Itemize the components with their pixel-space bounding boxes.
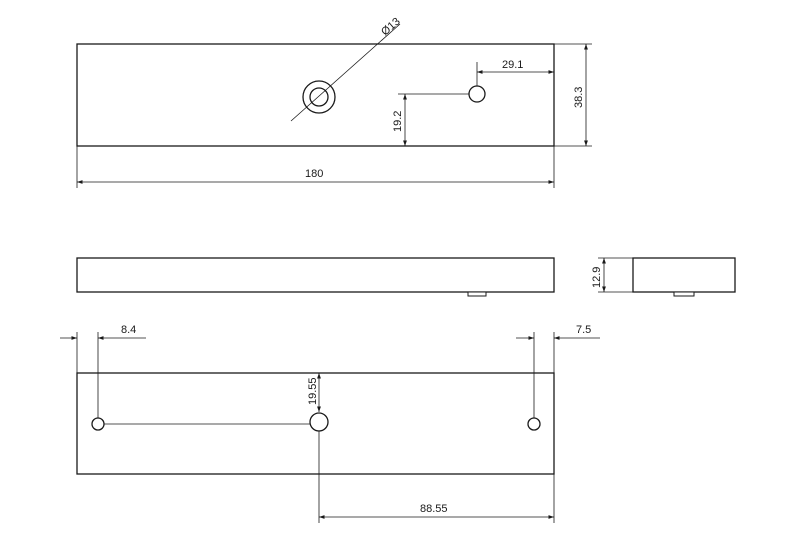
small-hole-top	[468, 85, 486, 103]
side-view-outline	[632, 257, 736, 293]
dim-center-hole-offset-y: 19.55	[307, 377, 319, 405]
front-view-foot	[467, 291, 487, 297]
dim-hole-diameter: Ø13	[379, 16, 403, 39]
front-view	[76, 257, 555, 297]
center-hole	[309, 412, 329, 432]
side-view-foot	[673, 291, 695, 297]
top-view: Ø13 29.1 19.2 38.3 180	[76, 16, 592, 188]
dim-left-hole-offset: 8.4	[121, 324, 136, 336]
front-view-outline	[76, 257, 555, 293]
dim-right-hole-offset: 7.5	[576, 324, 591, 336]
side-view: 12.9	[591, 257, 736, 297]
dim-overall-width: 38.3	[573, 87, 585, 108]
dim-hole-offset-y: 19.2	[392, 111, 404, 132]
bottom-view: 8.4 7.5 19.55 88.55	[60, 324, 600, 523]
small-hole-left	[91, 417, 105, 431]
diameter-leader	[290, 23, 401, 122]
dim-center-hole-offset-x: 88.55	[420, 503, 448, 515]
small-hole-right	[527, 417, 541, 431]
dim-thickness: 12.9	[591, 267, 603, 288]
dim-overall-length: 180	[305, 168, 323, 180]
dim-hole-offset-x: 29.1	[502, 59, 523, 71]
